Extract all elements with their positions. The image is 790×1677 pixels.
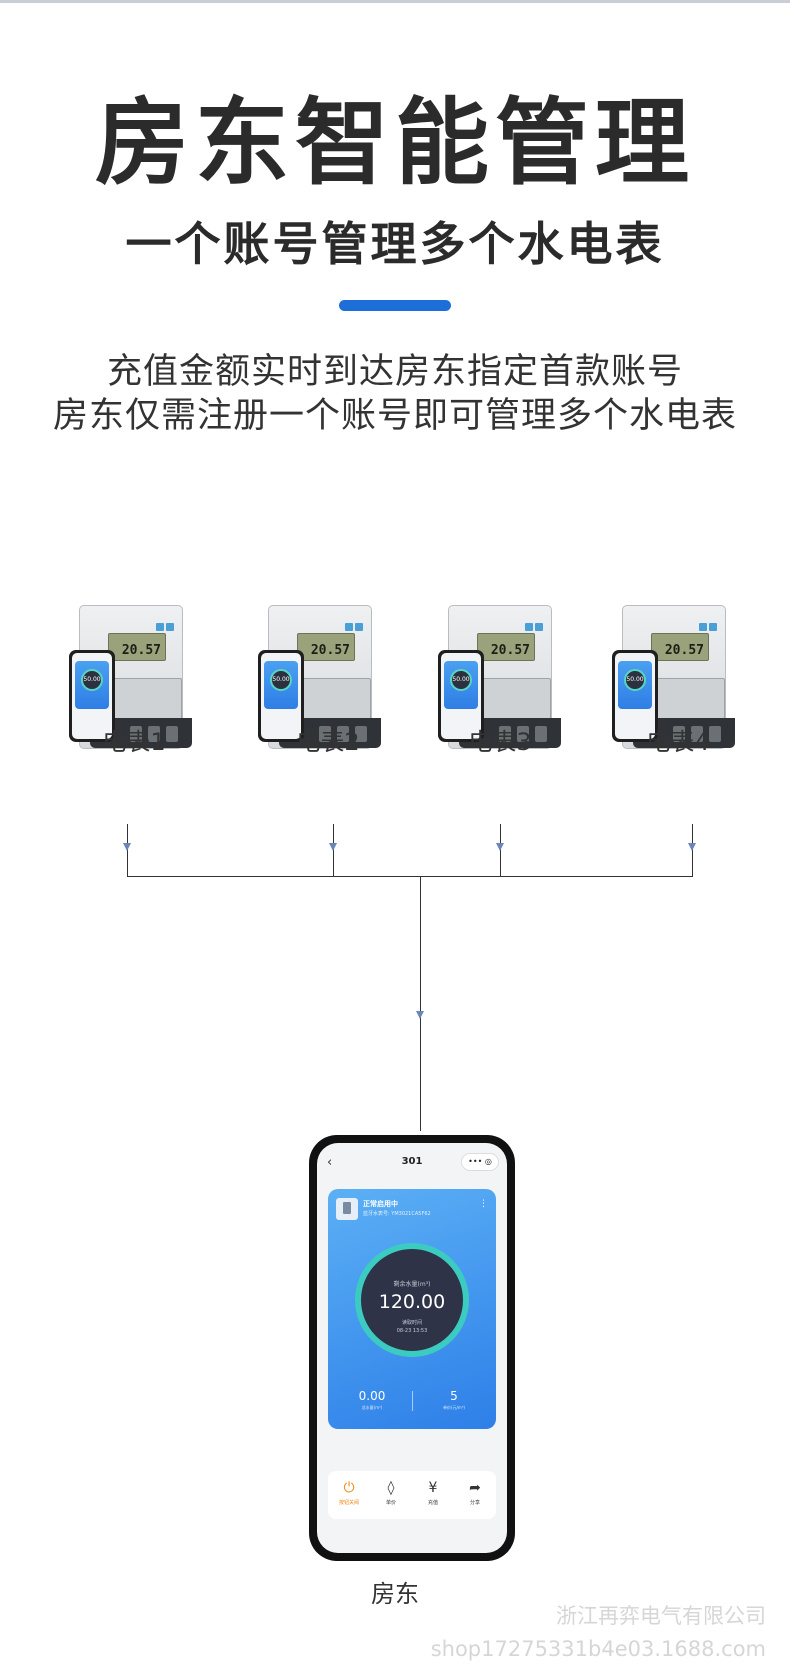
read-time-label: 读取时间 (401, 1320, 422, 1326)
top-border (0, 0, 790, 3)
meter-buttons (699, 616, 719, 635)
recharge-icon: ¥ (428, 1480, 438, 1496)
connector-trunk (420, 876, 421, 1131)
arrow-down-icon (416, 1011, 424, 1019)
landlord-label: 房东 (371, 1580, 419, 1608)
phone-dial-value: 50.00 (81, 669, 103, 691)
meter-nameplate (653, 678, 725, 720)
tool-label: 充值 (427, 1500, 438, 1506)
meter-serial: 蓝牙水表号: YM3021CA5F62 (363, 1211, 431, 1217)
meter-display: 20.57 (108, 633, 166, 661)
watermark-company: 浙江再弈电气有限公司 (556, 1604, 766, 1628)
electric-meter-2: 20.57 50.00 (258, 605, 381, 755)
electric-meter-4: 20.57 50.00 (612, 605, 735, 755)
meter-nameplate (299, 678, 371, 720)
phone-dial-value: 50.00 (450, 669, 472, 691)
arrow-down-icon (123, 843, 131, 851)
price-stat: 5 单价(元/m³) (414, 1389, 494, 1411)
more-icon[interactable]: ⋮ (479, 1199, 488, 1209)
tool-label: 分享 (469, 1500, 480, 1506)
status-text: 正常启用中 (363, 1200, 398, 1208)
dial-label: 剩余水量(m³) (393, 1281, 431, 1288)
meter-body: 20.57 (79, 605, 192, 749)
meter-buttons (345, 616, 365, 635)
phone-image: 50.00 (438, 650, 484, 742)
phone-image: 50.00 (258, 650, 304, 742)
tool-label: 按钮关阀 (338, 1500, 359, 1506)
meter-status-card: 正常启用中 蓝牙水表号: YM3021CA5F62 ⋮ 剩余水量(m³) 120… (328, 1189, 496, 1429)
total-stat: 0.00 总水量(m³) (332, 1389, 412, 1411)
stat-label: 总水量(m³) (361, 1405, 383, 1410)
price-button[interactable]: ◊ 单价 (370, 1479, 412, 1506)
stat-value: 5 (450, 1389, 458, 1403)
arrow-down-icon (688, 843, 696, 851)
watermark-url: shop17275331b4e03.1688.com (430, 1637, 766, 1661)
share-icon: ➦ (469, 1480, 481, 1496)
accent-divider (339, 300, 451, 311)
phone-image: 50.00 (69, 650, 115, 742)
meter-display: 20.57 (477, 633, 535, 661)
landlord-phone: ‹ 301 ••• ◎ 正常启用中 蓝牙水表号: YM3021CA5F62 ⋮ … (309, 1135, 515, 1561)
dial-value: 120.00 (378, 1291, 446, 1313)
connector-horizontal (127, 876, 693, 877)
page-title: 房东智能管理 (94, 89, 695, 198)
stat-divider (412, 1391, 413, 1411)
tool-label: 单价 (385, 1500, 396, 1506)
stat-label: 单价(元/m³) (443, 1405, 465, 1410)
description-line-1: 充值金额实时到达房东指定首款账号 (106, 352, 683, 392)
meter-label-2: 电表2 (296, 728, 360, 756)
electric-meter-3: 20.57 50.00 (438, 605, 561, 755)
read-time: 08-23 13:53 (396, 1328, 428, 1334)
arrow-down-icon (496, 843, 504, 851)
app-nav-bar: ‹ 301 ••• ◎ (317, 1143, 507, 1181)
meter-buttons (156, 616, 176, 635)
arrow-down-icon (329, 843, 337, 851)
meter-display: 20.57 (297, 633, 355, 661)
valve-button[interactable]: ⏻ 按钮关阀 (328, 1479, 370, 1506)
meter-nameplate (479, 678, 551, 720)
recharge-button[interactable]: ¥ 充值 (412, 1479, 454, 1506)
phone-image: 50.00 (612, 650, 658, 742)
meter-display: 20.57 (651, 633, 709, 661)
meter-label-1: 电表1 (102, 728, 166, 756)
meter-device-icon (336, 1198, 358, 1220)
stat-value: 0.00 (358, 1389, 386, 1403)
page-subtitle: 一个账号管理多个水电表 (125, 217, 665, 271)
electric-meter-1: 20.57 50.00 (69, 605, 192, 755)
back-icon[interactable]: ‹ (327, 1155, 333, 1170)
action-toolbar: ⏻ 按钮关阀 ◊ 单价 ¥ 充值 ➦ 分享 (328, 1471, 496, 1519)
share-button[interactable]: ➦ 分享 (454, 1479, 496, 1506)
phone-dial-value: 50.00 (270, 669, 292, 691)
menu-capsule[interactable]: ••• ◎ (461, 1153, 499, 1171)
app-title: 301 (401, 1156, 423, 1167)
remaining-dial: 剩余水量(m³) 120.00 读取时间 08-23 13:53 (355, 1243, 469, 1357)
meter-label-4: 电表4 (646, 728, 710, 756)
phone-screen: ‹ 301 ••• ◎ 正常启用中 蓝牙水表号: YM3021CA5F62 ⋮ … (317, 1143, 507, 1553)
water-drop-icon: ◊ (387, 1480, 395, 1496)
meter-buttons (525, 616, 545, 635)
meter-body: 20.57 (448, 605, 561, 749)
power-icon: ⏻ (343, 1480, 355, 1496)
phone-dial-value: 50.00 (624, 669, 646, 691)
description-line-2: 房东仅需注册一个账号即可管理多个水电表 (52, 396, 737, 436)
meter-nameplate (110, 678, 182, 720)
meter-label-3: 电表3 (468, 728, 532, 756)
